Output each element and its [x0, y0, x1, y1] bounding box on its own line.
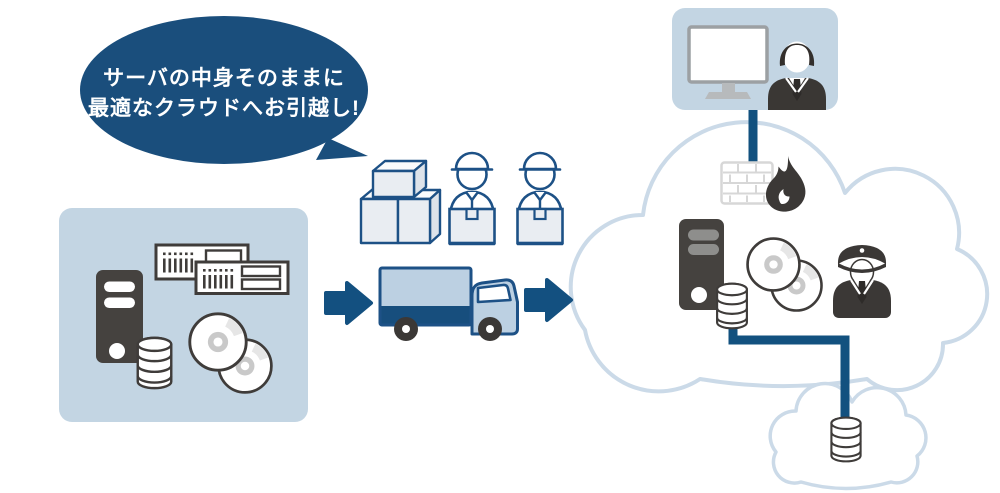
rack-server-front-icon [194, 260, 290, 295]
database-icon [715, 282, 749, 330]
arrow-right-icon [324, 281, 373, 325]
disc-icon [748, 239, 800, 291]
cloud-server-tower-icon [679, 219, 724, 310]
mover-worker-icon [516, 151, 564, 246]
admin-user-icon [768, 41, 826, 110]
network-line-db-backup [728, 324, 850, 428]
backup-database-icon [830, 416, 862, 463]
flame-icon [765, 156, 806, 212]
moving-boxes-icon [359, 159, 442, 245]
firewall-icon [720, 161, 774, 205]
disc-icon [190, 314, 246, 370]
mover-worker-icon [448, 151, 496, 246]
bubble-text-line-2: 最適なクラウドへお引越し! [88, 96, 360, 120]
database-icon [136, 336, 173, 390]
moving-truck-icon [378, 266, 519, 341]
monitor-icon [687, 25, 769, 99]
truck-wheel-hub [402, 325, 410, 333]
arrow-right-icon [524, 278, 573, 322]
bubble-text-line-1: サーバの中身そのままに [103, 66, 345, 90]
truck-wheel-hub [486, 325, 494, 333]
server-tower-icon [96, 270, 143, 363]
truck-cargo-band [381, 306, 470, 324]
truck-cab-window [476, 283, 512, 304]
speech-bubble: サーバの中身そのままに 最適なクラウドへお引越し! [80, 16, 368, 164]
security-guard-icon [833, 245, 891, 318]
